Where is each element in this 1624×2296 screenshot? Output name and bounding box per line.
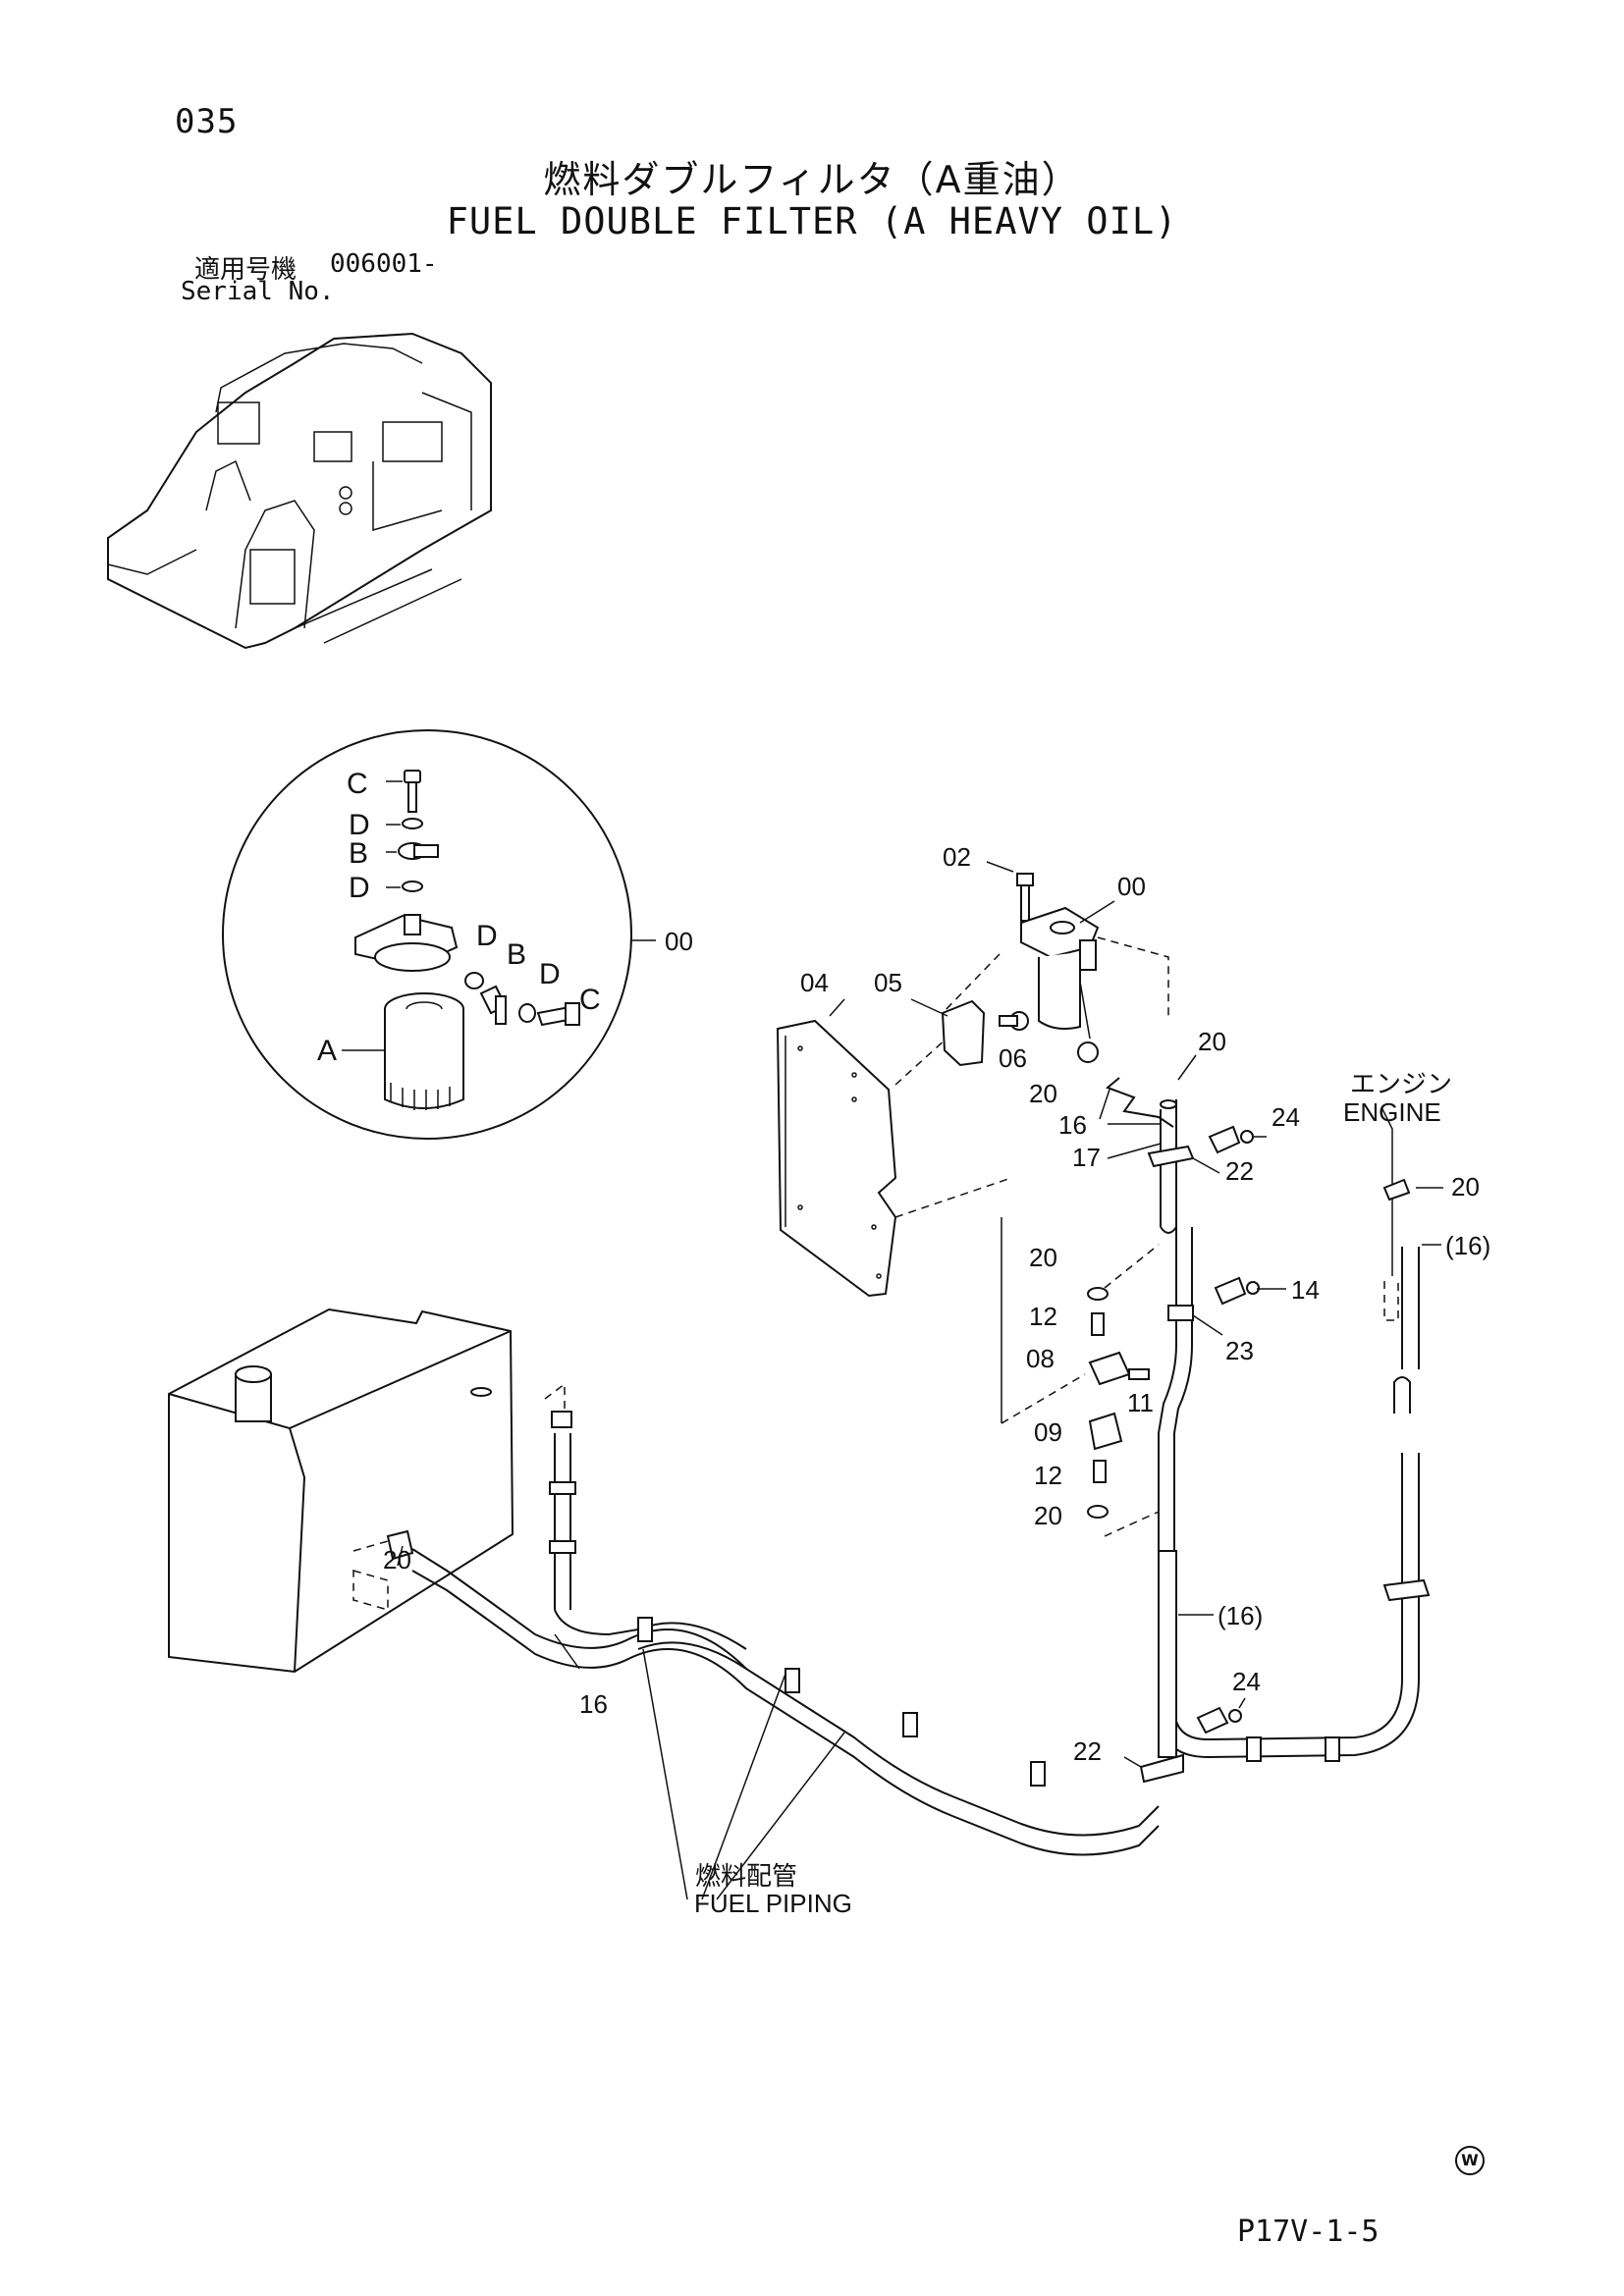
callout-leaders [397,861,1443,1900]
detail-filter-assembly [354,770,580,1110]
fuel-tank [168,1308,514,1674]
callout-detail-d-4: D [539,958,561,990]
callout-08: 08 [1026,1344,1055,1373]
callout-detail-d-3: D [476,920,498,952]
callout-detail-a: A [317,1035,337,1067]
fuel-pipe-network [1106,1077,1431,1784]
callout-14: 14 [1291,1275,1320,1305]
detail-leader-lines [342,780,403,1051]
callout-16-paren-lower: (16) [1218,1601,1263,1630]
engine-label-jp: エンジン [1350,1069,1452,1098]
callout-20-engine: 20 [1451,1172,1480,1201]
callout-20-lower-mid: 20 [1034,1501,1062,1530]
serial-label-japanese: 適用号機 [194,255,298,285]
callout-12-lower: 12 [1034,1461,1062,1490]
callout-11: 11 [1127,1388,1154,1417]
serial-value: 006001- [330,249,438,279]
fuel-piping-label-en: FUEL PIPING [694,1889,852,1918]
callout-16-paren-engine: (16) [1445,1231,1490,1260]
callout-20-tank: 20 [383,1545,411,1575]
excavator-overview-icon [107,332,492,650]
callout-detail-b-2: B [507,938,526,971]
fitting-stack [1001,1217,1160,1537]
callout-02: 02 [943,842,971,872]
callout-05: 05 [874,968,902,997]
callout-04: 04 [800,968,829,997]
callout-16-upper: 16 [1058,1110,1087,1140]
callout-22-lower: 22 [1073,1736,1102,1766]
detail-magnifier [222,729,656,1140]
callout-detail-c-top: C [347,768,368,800]
callout-detail-d-2: D [349,872,370,904]
callout-16-tank: 16 [579,1689,608,1719]
filter-bracket [941,999,1029,1067]
engine-label-en: ENGINE [1343,1097,1441,1127]
title-english: FUEL DOUBLE FILTER (A HEAVY OIL) [446,200,1178,242]
callout-06: 06 [999,1043,1027,1073]
callout-20-filter: 20 [1029,1079,1057,1108]
callout-detail-b-1: B [349,837,368,870]
page-number: 035 [175,102,239,141]
footer-code: P17V-1-5 [1237,2215,1380,2249]
fuel-piping-label-jp: 燃料配管 [695,1861,797,1891]
callout-24-lower: 24 [1232,1667,1261,1696]
title-japanese: 燃料ダブルフィルタ（A重油） [543,158,1081,201]
callout-24-upper: 24 [1272,1102,1300,1132]
fuel-filter-assembly [942,873,1169,1063]
callout-detail-c-2: C [579,984,601,1016]
callout-12-upper: 12 [1029,1302,1057,1331]
serial-label-english: Serial No. [181,277,335,306]
callout-23: 23 [1225,1336,1254,1365]
callout-20-upper-right: 20 [1198,1027,1226,1056]
callout-17: 17 [1072,1143,1101,1172]
w-symbol: W [1455,2146,1485,2175]
callout-20-mid: 20 [1029,1243,1057,1272]
bolts [1196,1125,1411,1735]
callout-00: 00 [1117,872,1146,901]
callout-09: 09 [1034,1417,1062,1447]
callout-detail-d-1: D [349,809,370,841]
fuel-piping-run [352,1382,1340,1856]
callout-00-detail: 00 [665,927,693,956]
callout-22-upper: 22 [1225,1156,1254,1186]
